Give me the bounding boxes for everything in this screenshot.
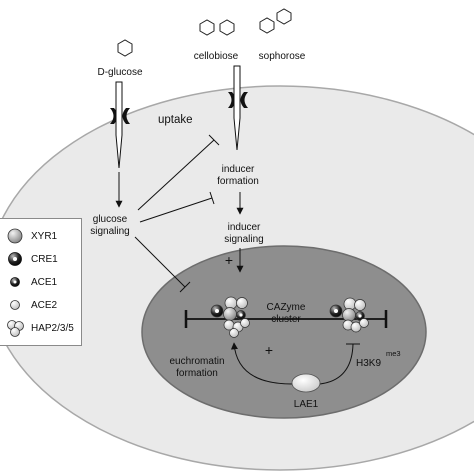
xyr1-icon <box>7 228 23 244</box>
cre1-icon <box>8 252 22 266</box>
legend-label-xyr1: XYR1 <box>31 230 58 242</box>
cazyme-cluster-label-line2: cluster <box>271 314 301 325</box>
sugar-uptake-arrow <box>233 65 241 151</box>
sophorose-molecule-icon <box>259 8 292 34</box>
inducer-activation-plus: + <box>225 252 233 268</box>
lae1-protein-icon <box>291 373 321 393</box>
glucose-inhibits-formation-bar <box>209 191 215 205</box>
ace2-icon <box>10 300 20 310</box>
legend-item-hap235: HAP2/3/5 <box>5 319 74 337</box>
legend-item-cre1: CRE1 <box>5 250 58 268</box>
legend-label-cre1: CRE1 <box>31 253 58 265</box>
legend-item-ace1: ACE1 <box>5 273 57 291</box>
cellobiose-label: cellobiose <box>194 51 239 62</box>
inducer-signaling-label-line2: signaling <box>224 234 263 245</box>
lae1-inhibits-h3k9-line <box>319 343 354 385</box>
legend-label-hap235: HAP2/3/5 <box>31 322 74 334</box>
glucose-signaling-label-line2: signaling <box>90 226 129 237</box>
cellobiose-molecule-icon <box>199 19 235 36</box>
glucose-label: D-glucose <box>97 67 142 78</box>
euchromatin-formation-label-line2: formation <box>176 368 218 379</box>
legend-label-ace2: ACE2 <box>31 299 58 311</box>
glucose-inhibits-uptake-line <box>137 139 215 211</box>
inducer-signaling-label-line1: inducer <box>228 222 261 233</box>
glucose-inhibits-uptake-bar <box>208 134 220 146</box>
lae1-to-euchromatin-arrow <box>230 342 293 385</box>
lae1-label: LAE1 <box>294 399 319 410</box>
legend-item-ace2: ACE2 <box>5 296 57 314</box>
glucose-inhibits-nucleus-line <box>134 236 186 288</box>
cazyme-cluster-label-line1: CAZyme <box>267 302 306 313</box>
left-transcription-factor-complex <box>210 296 250 338</box>
inducer-formation-label-line1: inducer <box>222 164 255 175</box>
h3k9-label: H3K9 <box>356 358 381 369</box>
glucose-uptake-arrow <box>115 81 123 169</box>
uptake-label: uptake <box>158 114 193 126</box>
hap235-icon <box>7 320 24 337</box>
sophorose-label: sophorose <box>259 51 306 62</box>
glucose-inhibits-formation-line <box>139 197 213 223</box>
right-transcription-factor-complex <box>329 297 369 333</box>
ace1-icon <box>10 277 20 287</box>
legend-label-ace1: ACE1 <box>31 276 58 288</box>
glucose-signaling-label-line1: glucose <box>93 214 128 225</box>
euchromatin-plus: + <box>265 342 273 358</box>
glucose-inhibits-nucleus-bar <box>179 281 191 293</box>
legend: XYR1 CRE1 ACE1 ACE2 HAP2/3/5 <box>0 218 82 346</box>
nucleus <box>141 245 427 419</box>
inducer-formation-label-line2: formation <box>217 176 259 187</box>
legend-item-xyr1: XYR1 <box>5 227 57 245</box>
glucose-molecule-icon <box>117 39 133 57</box>
euchromatin-formation-label-line1: euchromatin <box>169 356 224 367</box>
h3k9-superscript: me3 <box>386 349 401 358</box>
